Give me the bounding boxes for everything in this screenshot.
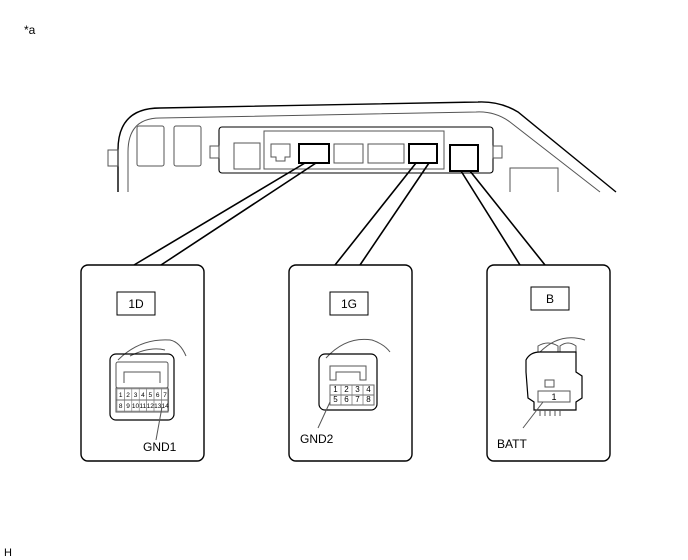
panel-cavity-c	[367, 143, 405, 164]
pin-number: 12	[147, 403, 155, 410]
connector-1D-wire-2	[129, 348, 166, 357]
connector-1D-socket	[298, 143, 330, 164]
connector-panel-inner	[263, 130, 445, 170]
connector-1D-gnd-leader	[155, 406, 163, 441]
pin-number: 6	[156, 392, 160, 399]
connector-1D-callout: GND1	[143, 440, 177, 454]
connector-1G-wire	[325, 338, 391, 359]
connector-1G-label: 1G	[341, 297, 357, 311]
block-outer-contour	[117, 101, 617, 193]
leader-1D	[133, 162, 317, 266]
connector-B-pin-1: 1	[551, 392, 556, 402]
callout-B-frame	[486, 264, 611, 462]
pin-number: 14	[161, 403, 169, 410]
connector-1G-tag	[329, 291, 369, 316]
panel-cavity-keyed	[270, 143, 291, 162]
block-side-tab	[107, 149, 119, 167]
connector-1G-gnd-leader	[317, 401, 331, 429]
leader-1G	[334, 162, 430, 266]
pin-number: 7	[163, 392, 167, 399]
callout-B: B 1 BATT	[486, 264, 611, 462]
connector-1G-latch	[329, 365, 367, 381]
connector-B-callout: BATT	[497, 437, 527, 451]
connector-1D-body	[109, 353, 175, 421]
pin-number: 5	[148, 392, 152, 399]
callout-1D-frame	[80, 264, 205, 462]
pin-number: 2	[344, 385, 349, 394]
pin-number: 8	[119, 403, 123, 410]
leader-lines	[133, 162, 546, 266]
block-cavity-left-2	[173, 125, 202, 167]
pin-number: 13	[154, 403, 162, 410]
connector-B-wire	[539, 337, 586, 353]
connector-B-pin-face	[537, 390, 571, 403]
pin-number: 4	[366, 385, 371, 394]
connector-1G-socket	[408, 143, 438, 164]
block-lower-box	[509, 167, 559, 192]
pin-number: 3	[134, 392, 138, 399]
connector-1G-body	[318, 353, 378, 411]
panel-left-latch	[209, 145, 220, 159]
pin-number: 10	[132, 403, 140, 410]
pin-number: 11	[140, 403, 147, 410]
figure-code: H	[4, 547, 12, 559]
callout-1G-frame	[288, 264, 413, 462]
corner-marker: *a	[24, 23, 36, 37]
pin-number: 6	[344, 395, 349, 404]
junction-block	[107, 101, 617, 193]
pin-number: 4	[141, 392, 145, 399]
pin-number: 8	[366, 395, 371, 404]
connector-B-label: B	[546, 292, 554, 306]
pin-number: 7	[355, 395, 360, 404]
connector-1D-label: 1D	[128, 297, 144, 311]
pin-number: 3	[355, 385, 360, 394]
block-cavity-left-1	[136, 125, 165, 167]
block-inner-contour	[127, 111, 601, 193]
panel-cavity-a	[233, 142, 261, 170]
connector-B-wire-clamp	[537, 342, 577, 352]
connector-B-window	[544, 379, 555, 388]
connector-B-socket	[449, 144, 479, 172]
connector-1D-latch	[123, 371, 161, 383]
leader-B	[460, 170, 546, 266]
pin-number: 1	[333, 385, 338, 394]
pin-number: 9	[126, 403, 130, 410]
pin-number: 5	[333, 395, 338, 404]
connector-B-batt-leader	[522, 401, 544, 429]
panel-cavity-b	[333, 143, 364, 164]
pin-cell	[161, 399, 170, 412]
panel-right-latch	[492, 145, 503, 159]
pin-number: 2	[126, 392, 130, 399]
pin-cell	[362, 394, 375, 406]
connector-B-tag	[530, 286, 570, 311]
connector-1D-wire	[117, 339, 187, 361]
connector-B-ribs	[539, 410, 561, 416]
connector-1D-tag	[116, 291, 156, 316]
pin-number: 1	[119, 392, 123, 399]
connector-1G-callout: GND2	[300, 432, 334, 446]
